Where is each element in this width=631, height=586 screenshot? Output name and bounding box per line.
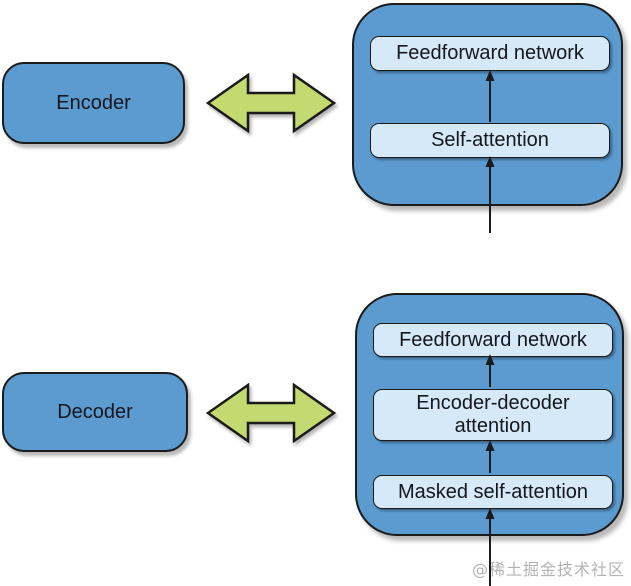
layer-label: Masked self-attention — [397, 480, 589, 503]
layer-feedforward-network-decoder: Feedforward network — [373, 323, 613, 357]
decoder-stack-container: Feedforward network Encoder-decoder atte… — [355, 293, 624, 536]
layer-encoder-decoder-attention: Encoder-decoder attention — [373, 389, 613, 441]
encoder-node: Encoder — [2, 62, 185, 144]
layer-label: Self-attention — [431, 129, 549, 151]
watermark: @稀土掘金技术社区 — [471, 560, 625, 579]
layer-label: Encoder-decoder attention — [416, 392, 570, 437]
layer-label: Feedforward network — [399, 328, 587, 351]
layer-masked-self-attention: Masked self-attention — [373, 475, 613, 509]
encoder-stack-container: Feedforward network Self-attention — [352, 3, 623, 206]
encoder-double-arrow-icon — [205, 72, 337, 134]
decoder-label: Decoder — [57, 400, 133, 423]
decoder-double-arrow-icon — [205, 382, 337, 444]
encoder-label: Encoder — [56, 91, 131, 114]
layer-label: Feedforward network — [396, 42, 584, 64]
layer-feedforward-network-encoder: Feedforward network — [370, 36, 610, 71]
layer-self-attention: Self-attention — [370, 123, 610, 158]
decoder-node: Decoder — [2, 372, 188, 452]
